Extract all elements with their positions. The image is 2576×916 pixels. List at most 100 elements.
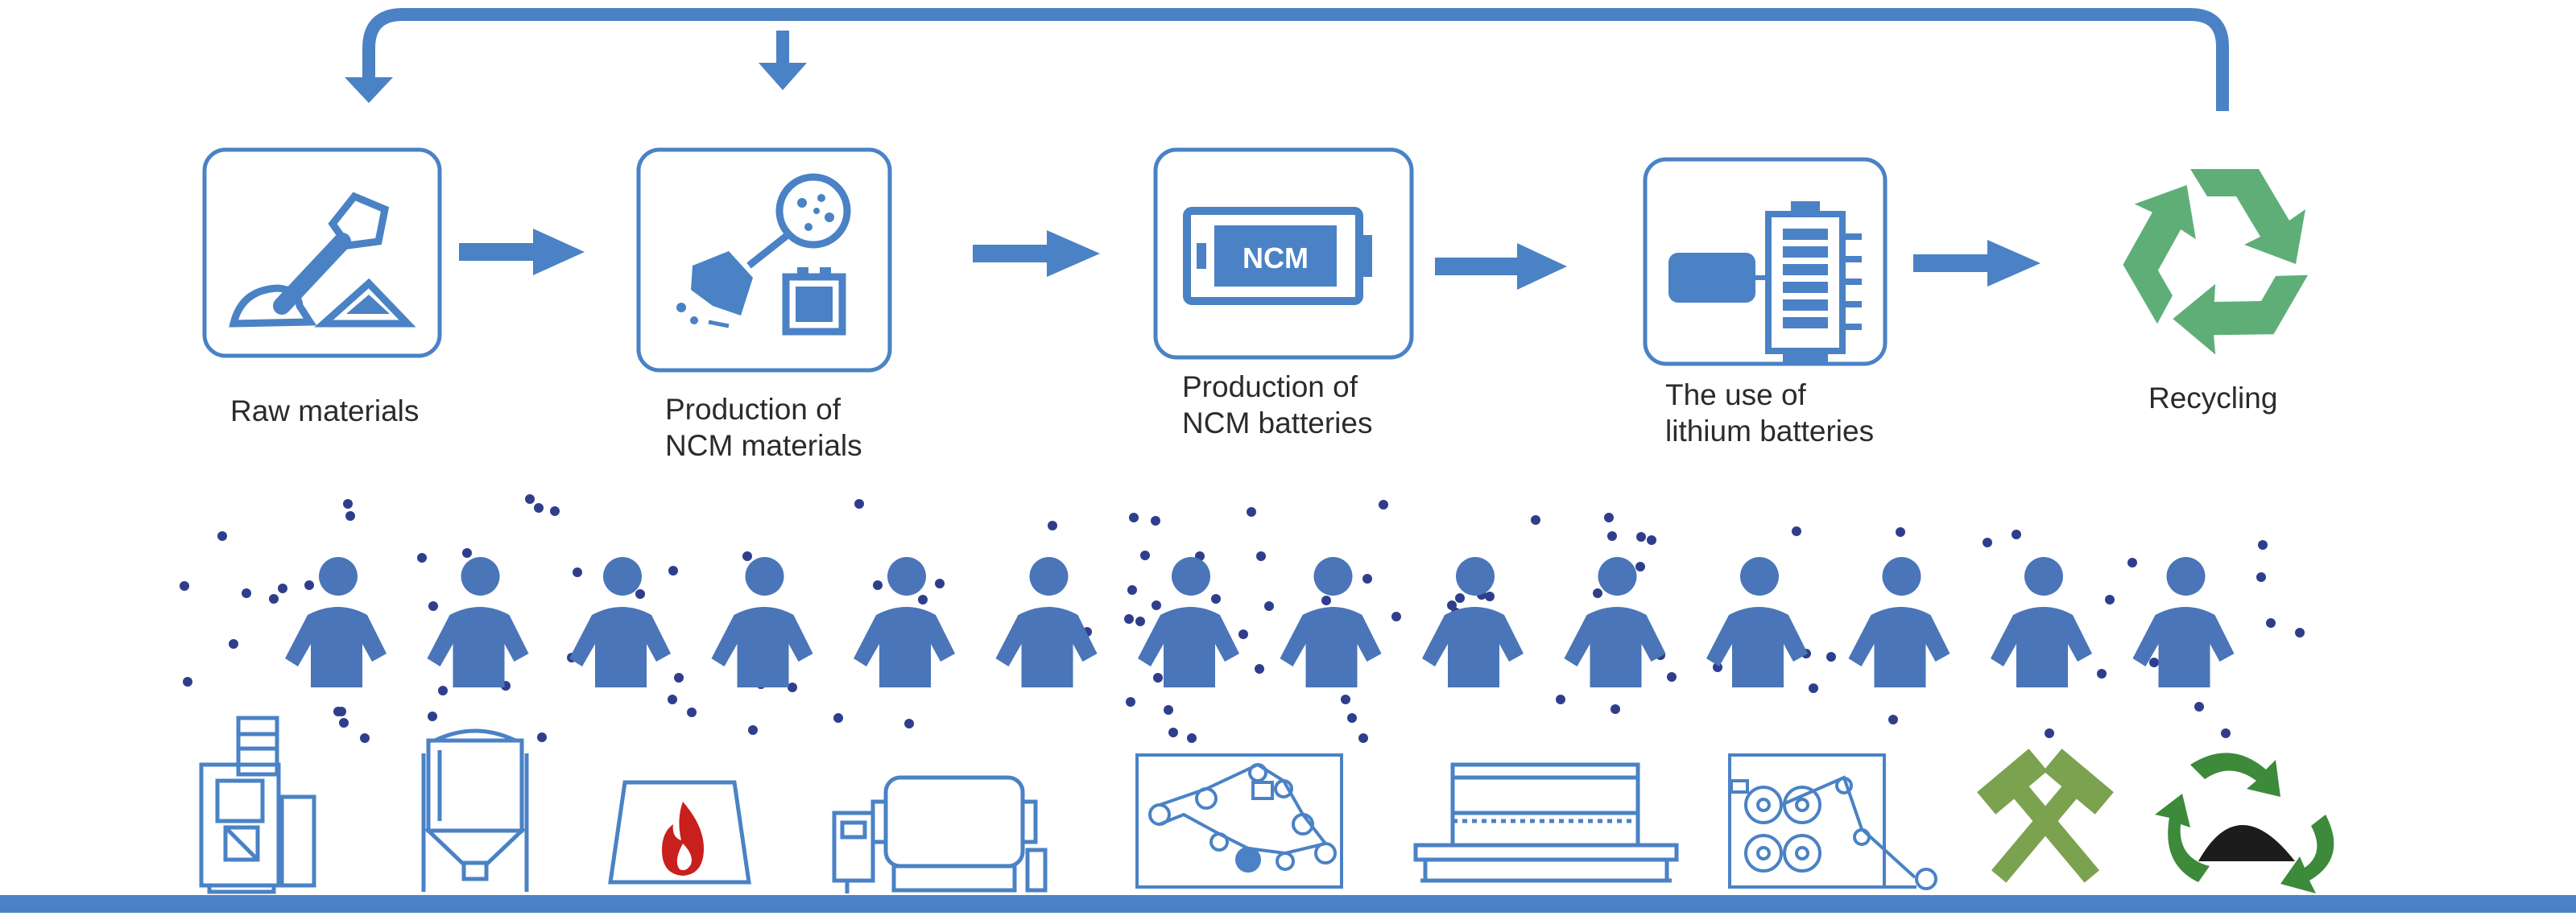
dust-dot	[438, 686, 448, 695]
worker-person-icon	[711, 557, 813, 687]
dust-dot	[1635, 562, 1645, 571]
dust-dot	[2012, 530, 2021, 539]
label-line: The use of	[1665, 378, 1806, 411]
dust-dot	[1129, 513, 1139, 522]
label-line: NCM materials	[665, 429, 862, 463]
stage-box-ncm-materials	[636, 147, 892, 373]
dust-dot	[339, 718, 349, 728]
dust-dot	[1341, 695, 1350, 704]
dust-dot	[1667, 672, 1677, 682]
worker-person-icon	[1138, 557, 1239, 687]
dust-dot	[1896, 527, 1905, 537]
dust-dot	[1983, 538, 1992, 547]
dust-dot	[1153, 673, 1163, 683]
dust-dot	[428, 712, 437, 721]
worker-person-icon	[2132, 557, 2235, 687]
dust-dot	[1238, 629, 1248, 639]
dust-dot	[1647, 535, 1656, 545]
worker-person-icon	[1848, 557, 1950, 687]
dust-dot	[534, 503, 544, 513]
furnace-flame-icon	[608, 780, 751, 885]
dust-dot	[1211, 594, 1221, 604]
dust-dot	[573, 567, 582, 577]
dust-dot	[1809, 683, 1818, 693]
label-line: NCM batteries	[1182, 406, 1373, 440]
label-line: Recycling	[2148, 382, 2278, 415]
crusher-machine-icon	[199, 716, 316, 894]
worker-person-icon	[1991, 557, 2092, 687]
worker-person-icon	[995, 557, 1098, 687]
equipment-row	[199, 716, 2334, 894]
dust-dot	[2221, 728, 2231, 738]
dust-dot	[278, 584, 287, 593]
dust-dot	[1362, 574, 1372, 584]
dust-particles	[180, 494, 2305, 743]
dust-dot	[1593, 588, 1602, 598]
dust-dot	[525, 494, 535, 504]
label-line: lithium batteries	[1665, 415, 1875, 448]
worker-person-icon	[427, 557, 529, 687]
dust-dot	[1124, 614, 1134, 624]
dust-dot	[417, 553, 427, 563]
dust-dot	[1187, 733, 1197, 743]
stage-box-lithium-use	[1643, 157, 1888, 366]
dust-dot	[550, 506, 560, 516]
dust-dot	[345, 511, 355, 521]
dust-dot	[1140, 551, 1150, 560]
arrow-right-icon	[973, 230, 1100, 277]
worker-person-icon	[854, 557, 955, 687]
stage-box-raw-materials	[202, 147, 442, 358]
dust-dot	[217, 531, 227, 541]
recycle-icon	[2099, 169, 2309, 375]
dust-dot	[1447, 600, 1457, 610]
shovel-pile-icon	[229, 192, 416, 328]
workers-row	[285, 557, 2235, 687]
dust-dot	[1164, 705, 1173, 715]
label-line: Raw materials	[230, 394, 420, 427]
dust-dot	[687, 708, 697, 717]
battery-pack-icon	[1668, 201, 1862, 362]
worker-person-icon	[1280, 557, 1382, 687]
dust-dot	[788, 683, 797, 692]
dust-dot	[1264, 601, 1274, 611]
dust-dot	[1255, 664, 1264, 674]
magnifier-powder-icon	[676, 173, 851, 336]
dust-dot	[1135, 617, 1145, 626]
dust-dot	[833, 713, 843, 723]
stage-label-raw-materials: Raw materials	[230, 393, 419, 429]
mixer-drum-icon	[832, 775, 1048, 893]
feedback-arrow	[345, 8, 2229, 111]
dust-dot	[1531, 515, 1540, 525]
dust-dot	[1152, 600, 1161, 610]
dust-dot	[2194, 702, 2204, 712]
dust-dot	[333, 707, 343, 716]
dust-dot	[2266, 618, 2276, 628]
dust-dot	[462, 548, 472, 558]
stage-box-ncm-batteries: NCM	[1153, 147, 1414, 360]
dust-dot	[668, 695, 677, 704]
dust-dot	[854, 499, 864, 509]
ground-bar	[0, 895, 2576, 913]
arrow-right-icon	[1435, 243, 1567, 290]
dust-dot	[1607, 531, 1617, 541]
dust-dot	[2256, 572, 2266, 582]
dust-dot	[229, 639, 238, 649]
dust-dot	[668, 566, 678, 576]
worker-person-icon	[569, 557, 671, 687]
stage-label-recycling: Recycling	[2148, 380, 2277, 416]
battery-ncm-icon: NCM	[1183, 207, 1372, 305]
stage-label-lithium-use: The use of lithium batteries	[1665, 377, 1874, 449]
dust-dot	[2097, 669, 2107, 679]
coating-machine-icon	[1135, 753, 1343, 889]
dust-dot	[343, 499, 353, 509]
winding-machine-icon	[1728, 753, 1937, 890]
dust-dot	[360, 733, 370, 743]
dust-dot	[1321, 596, 1331, 605]
dust-dot	[537, 732, 547, 742]
dust-dot	[674, 673, 684, 683]
stage-label-ncm-materials: Production of NCM materials	[665, 391, 862, 464]
dust-dot	[183, 677, 192, 687]
worker-person-icon	[1706, 557, 1808, 687]
dust-dot	[748, 725, 758, 735]
